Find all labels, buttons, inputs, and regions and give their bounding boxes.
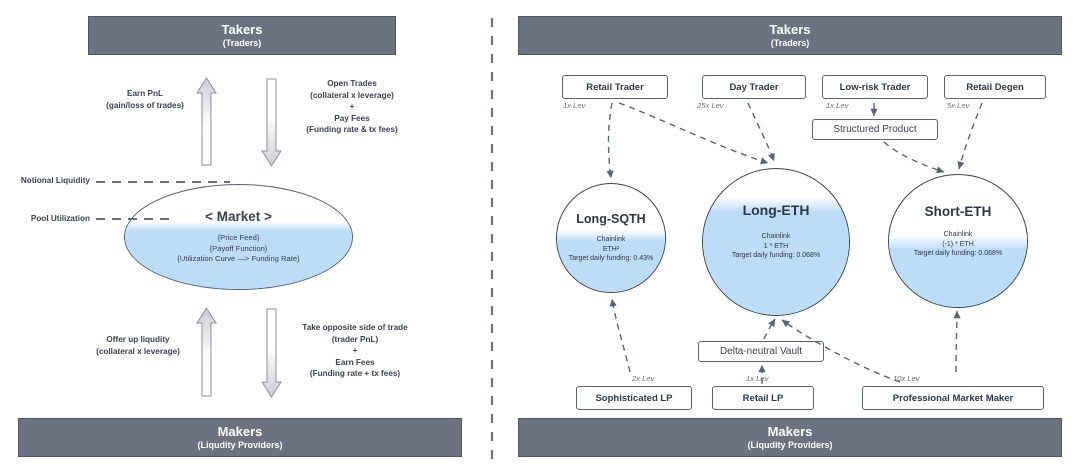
edge-sophisticated-lp-to-long-sqth — [609, 298, 631, 373]
edge-retail-degen-to-short-eth — [957, 102, 983, 170]
left-makers-subtitle: (Liqudity Providers) — [197, 440, 283, 450]
lev-low-risk-trader: 1x Lev — [826, 101, 849, 110]
market-lines: {Price Feed} {Payoff Function} {Utilizat… — [177, 233, 300, 263]
offer-liquidity-arrow-up — [196, 307, 217, 397]
left-takers-subtitle: (Traders) — [222, 38, 262, 48]
market-circle-short-eth: Short-ETH Chainlink (-1) * ETH Target da… — [888, 174, 1028, 308]
lev-day-trader: 25x Lev — [697, 101, 724, 110]
right-makers-subtitle: (Liqudity Providers) — [747, 440, 833, 450]
node-low-risk-trader[interactable]: Low-risk Trader — [822, 75, 928, 99]
long-sqth-title: Long-SQTH — [576, 212, 646, 226]
node-retail-lp[interactable]: Retail LP — [712, 386, 814, 410]
right-makers-title: Makers — [767, 424, 813, 439]
long-sqth-payoff: ETH² — [602, 245, 620, 253]
node-retail-trader[interactable]: Retail Trader — [562, 75, 668, 99]
market-circle-long-sqth: Long-SQTH Chainlink ETH² Target daily fu… — [556, 183, 666, 293]
open-trades-arrow-down — [261, 78, 282, 167]
left-makers-band: Makers (Liqudity Providers) — [18, 418, 462, 457]
notional-liquidity-label: Notional Liquidity — [20, 176, 90, 185]
long-eth-title: Long-ETH — [742, 202, 810, 218]
market-title: < Market > — [205, 209, 272, 224]
edge-day-trader-to-long-eth — [747, 102, 775, 162]
market-ellipse-content: < Market > {Price Feed} {Payoff Function… — [125, 185, 352, 289]
lev-retail-degen: 5x Lev — [947, 101, 970, 110]
right-makers-band: Makers (Liqudity Providers) — [518, 418, 1062, 457]
short-eth-oracle: Chainlink — [943, 231, 973, 238]
node-delta-neutral-vault[interactable]: Delta-neutral Vault — [698, 341, 824, 362]
edge-delta-neutral-vault-to-long-eth — [763, 318, 776, 340]
short-eth-body: Short-ETH Chainlink (-1) * ETH Target da… — [889, 175, 1027, 307]
earn-pnl-arrow-up — [196, 77, 217, 166]
node-structured-product[interactable]: Structured Product — [812, 119, 938, 140]
market-pool-fill — [125, 221, 352, 289]
node-professional-market-maker[interactable]: Professional Market Maker — [862, 386, 1044, 410]
long-eth-body: Long-ETH Chainlink 1 * ETH Target daily … — [703, 169, 849, 315]
short-eth-funding: Target daily funding: 0.068% — [913, 250, 1003, 258]
left-take-opposite-label: Take opposite side of trade (trader PnL)… — [302, 323, 408, 378]
right-takers-band: Takers (Traders) — [518, 16, 1062, 55]
short-eth-pool-fill — [889, 235, 1027, 307]
long-eth-pool-fill — [703, 197, 849, 315]
node-retail-degen[interactable]: Retail Degen — [944, 75, 1046, 99]
lev-professional-market-maker: 10x Lev — [893, 374, 920, 383]
pool-utilization-label: Pool Utilization — [30, 214, 90, 223]
edge-professional-mm-to-short-eth — [953, 310, 961, 373]
right-takers-title: Takers — [769, 22, 811, 37]
long-sqth-funding: Target daily funding: 0.43% — [568, 255, 654, 263]
lev-retail-lp: 1x Lev — [746, 374, 769, 383]
right-takers-subtitle: (Traders) — [770, 38, 810, 48]
long-eth-payoff: 1 * ETH — [763, 242, 789, 250]
left-offer-liquidity-label: Offer up liqudity (collateral x leverage… — [96, 335, 180, 356]
market-circle-long-eth: Long-ETH Chainlink 1 * ETH Target daily … — [702, 168, 850, 316]
left-takers-band: Takers (Traders) — [88, 16, 396, 55]
edge-retail-trader-to-long-eth — [618, 102, 769, 165]
market-ellipse: < Market > {Price Feed} {Payoff Function… — [124, 184, 353, 290]
node-sophisticated-lp[interactable]: Sophisticated LP — [576, 386, 692, 410]
long-sqth-pool-fill — [557, 230, 665, 292]
left-takers-title: Takers — [221, 22, 263, 37]
long-sqth-body: Long-SQTH Chainlink ETH² Target daily fu… — [557, 184, 665, 292]
edge-retail-trader-to-long-sqth — [606, 102, 614, 179]
node-day-trader[interactable]: Day Trader — [702, 75, 806, 99]
left-makers-title: Makers — [217, 424, 263, 439]
short-eth-title: Short-ETH — [924, 204, 992, 219]
left-earn-pnl-label: Earn PnL (gain/loss of trades) — [106, 89, 184, 110]
short-eth-payoff: (-1) * ETH — [942, 240, 974, 248]
long-eth-oracle: Chainlink — [761, 233, 791, 240]
take-opposite-arrow-down — [261, 308, 282, 398]
edge-structured-product-to-short-eth — [883, 141, 945, 174]
lev-retail-trader: 1x Lev — [563, 101, 586, 110]
long-eth-funding: Target daily funding: 0.068% — [731, 252, 821, 260]
left-open-trades-label: Open Trades (collateral x leverage) + Pa… — [306, 79, 398, 134]
long-sqth-oracle: Chainlink — [596, 236, 626, 243]
lev-sophisticated-lp: 2x Lev — [632, 374, 655, 383]
